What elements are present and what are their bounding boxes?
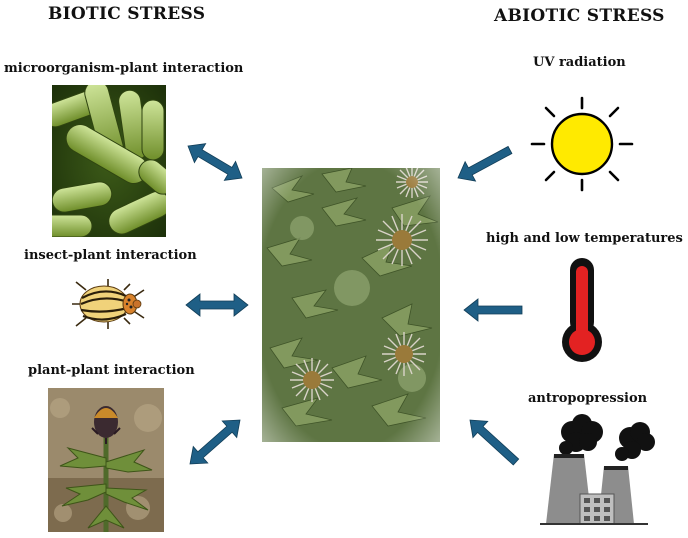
label-uv-radiation: UV radiation xyxy=(533,55,626,70)
thistle-plant-image xyxy=(262,168,440,442)
biotic-stress-heading: BIOTIC STRESS xyxy=(48,4,206,24)
double-arrow-microorganism xyxy=(187,143,243,181)
double-arrow-plant-plant xyxy=(189,419,241,465)
label-microorganism-plant-interaction: microorganism-plant interaction xyxy=(4,61,244,76)
thermometer-icon xyxy=(554,254,610,366)
parasitic-plant-image xyxy=(48,388,164,532)
label-insect-plant-interaction: insect-plant interaction xyxy=(24,248,197,263)
beetle-image xyxy=(68,276,148,332)
arrow-temperatures xyxy=(463,298,523,322)
label-antropopression: antropopression xyxy=(528,391,648,406)
bacteria-image xyxy=(52,85,166,237)
double-arrow-insect xyxy=(185,293,249,317)
label-plant-plant-interaction: plant-plant interaction xyxy=(28,363,195,378)
label-temperatures: high and low temperatures xyxy=(486,231,683,246)
arrow-uv-radiation xyxy=(457,145,513,182)
arrow-antropopression xyxy=(469,419,520,466)
abiotic-stress-heading: ABIOTIC STRESS xyxy=(494,6,665,26)
factory-pollution-icon xyxy=(536,410,656,530)
sun-icon xyxy=(528,92,636,196)
